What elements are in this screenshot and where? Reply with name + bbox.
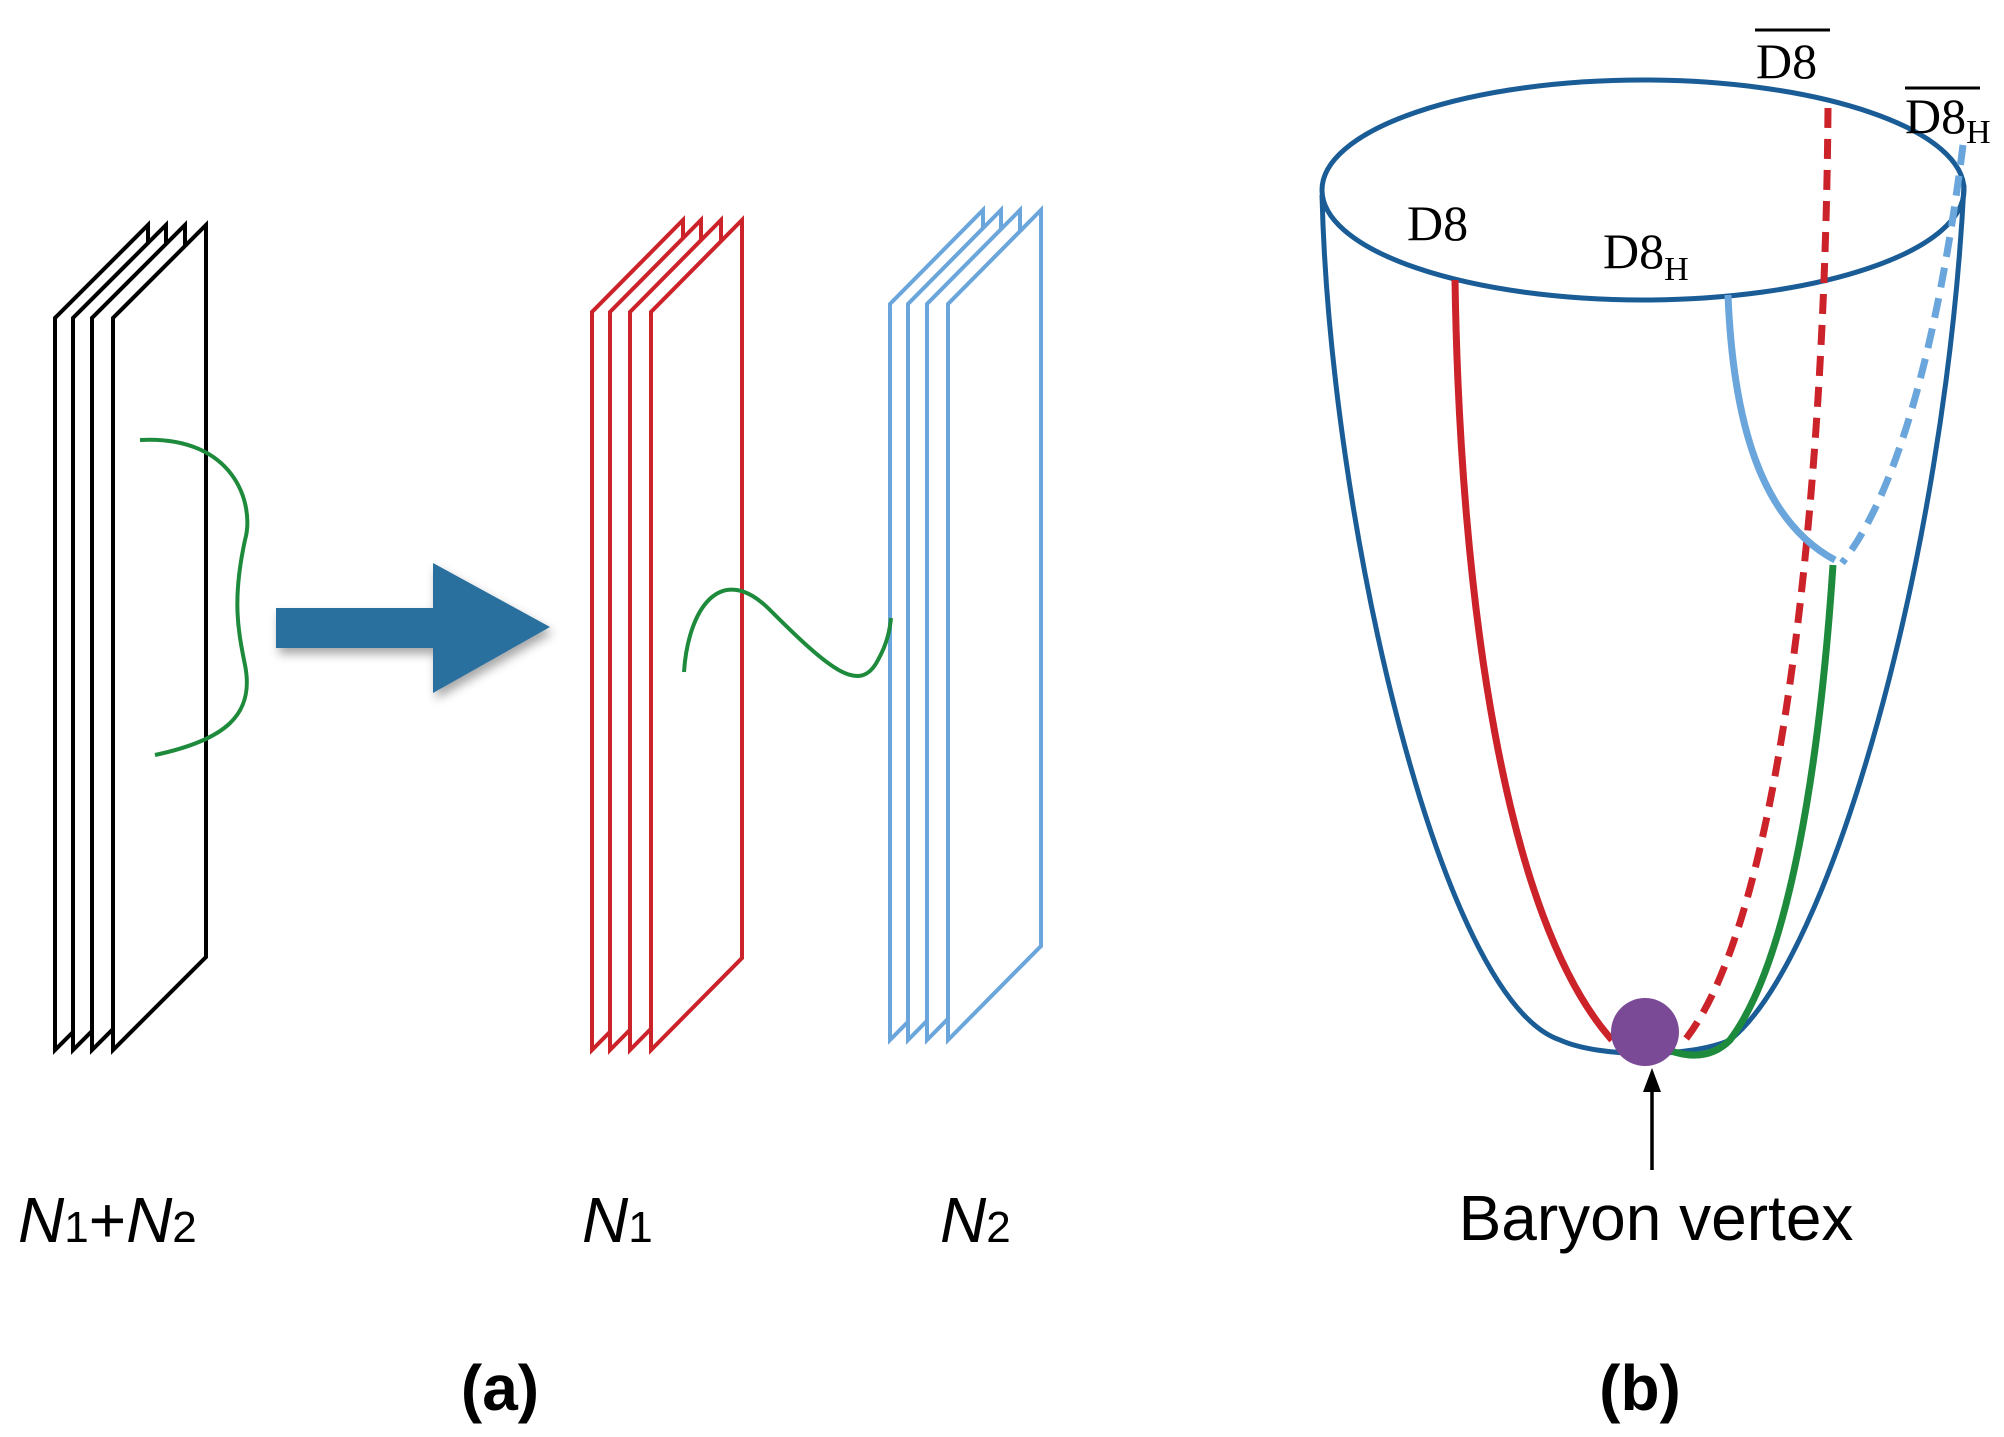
- vertex-pointer-arrowhead-icon: [1643, 1068, 1661, 1092]
- string-to-vertex: [1666, 564, 1837, 1059]
- label-n2: N2: [940, 1184, 1011, 1256]
- d8-h-brane: [1724, 294, 1837, 564]
- combined-brane-stack: [53, 220, 208, 1055]
- n1-brane-stack: [590, 215, 744, 1055]
- label-baryon-vertex: Baryon vertex: [1459, 1182, 1854, 1254]
- label-n1-plus-n2: N1+N2: [18, 1184, 197, 1256]
- label-n1: N1: [582, 1184, 653, 1256]
- brane-sheet: [946, 205, 1043, 1045]
- open-string: [139, 437, 250, 757]
- panel-a: N1+N2 N1 N2 (a): [18, 205, 1043, 1424]
- separation-arrow-icon: [276, 563, 550, 693]
- brane-sheet: [649, 215, 744, 1055]
- bowl-outline: [1319, 184, 1967, 1056]
- label-d8-h: D8H: [1603, 223, 1689, 288]
- caption-b: (b): [1599, 1352, 1681, 1424]
- d8-brane: [1451, 279, 1615, 1043]
- label-anti-d8: D8: [1755, 28, 1830, 89]
- baryon-vertex: [1611, 998, 1679, 1066]
- svg-text:D8: D8: [1756, 33, 1817, 89]
- caption-a: (a): [461, 1352, 539, 1424]
- label-d8: D8: [1407, 195, 1468, 251]
- bowl-rim: [1319, 77, 1967, 303]
- anti-d8-brane: [1682, 107, 1832, 1043]
- label-anti-d8-h: D8H: [1905, 86, 1991, 151]
- anti-d8-h-brane: [1839, 144, 1967, 566]
- panel-b: D8 D8H D8 D8H Baryon vertex (b): [1319, 28, 1991, 1424]
- brane-sheet: [111, 220, 208, 1055]
- n2-brane-stack: [888, 205, 1043, 1045]
- svg-text:D8H: D8H: [1905, 88, 1991, 151]
- stretched-string: [682, 587, 893, 678]
